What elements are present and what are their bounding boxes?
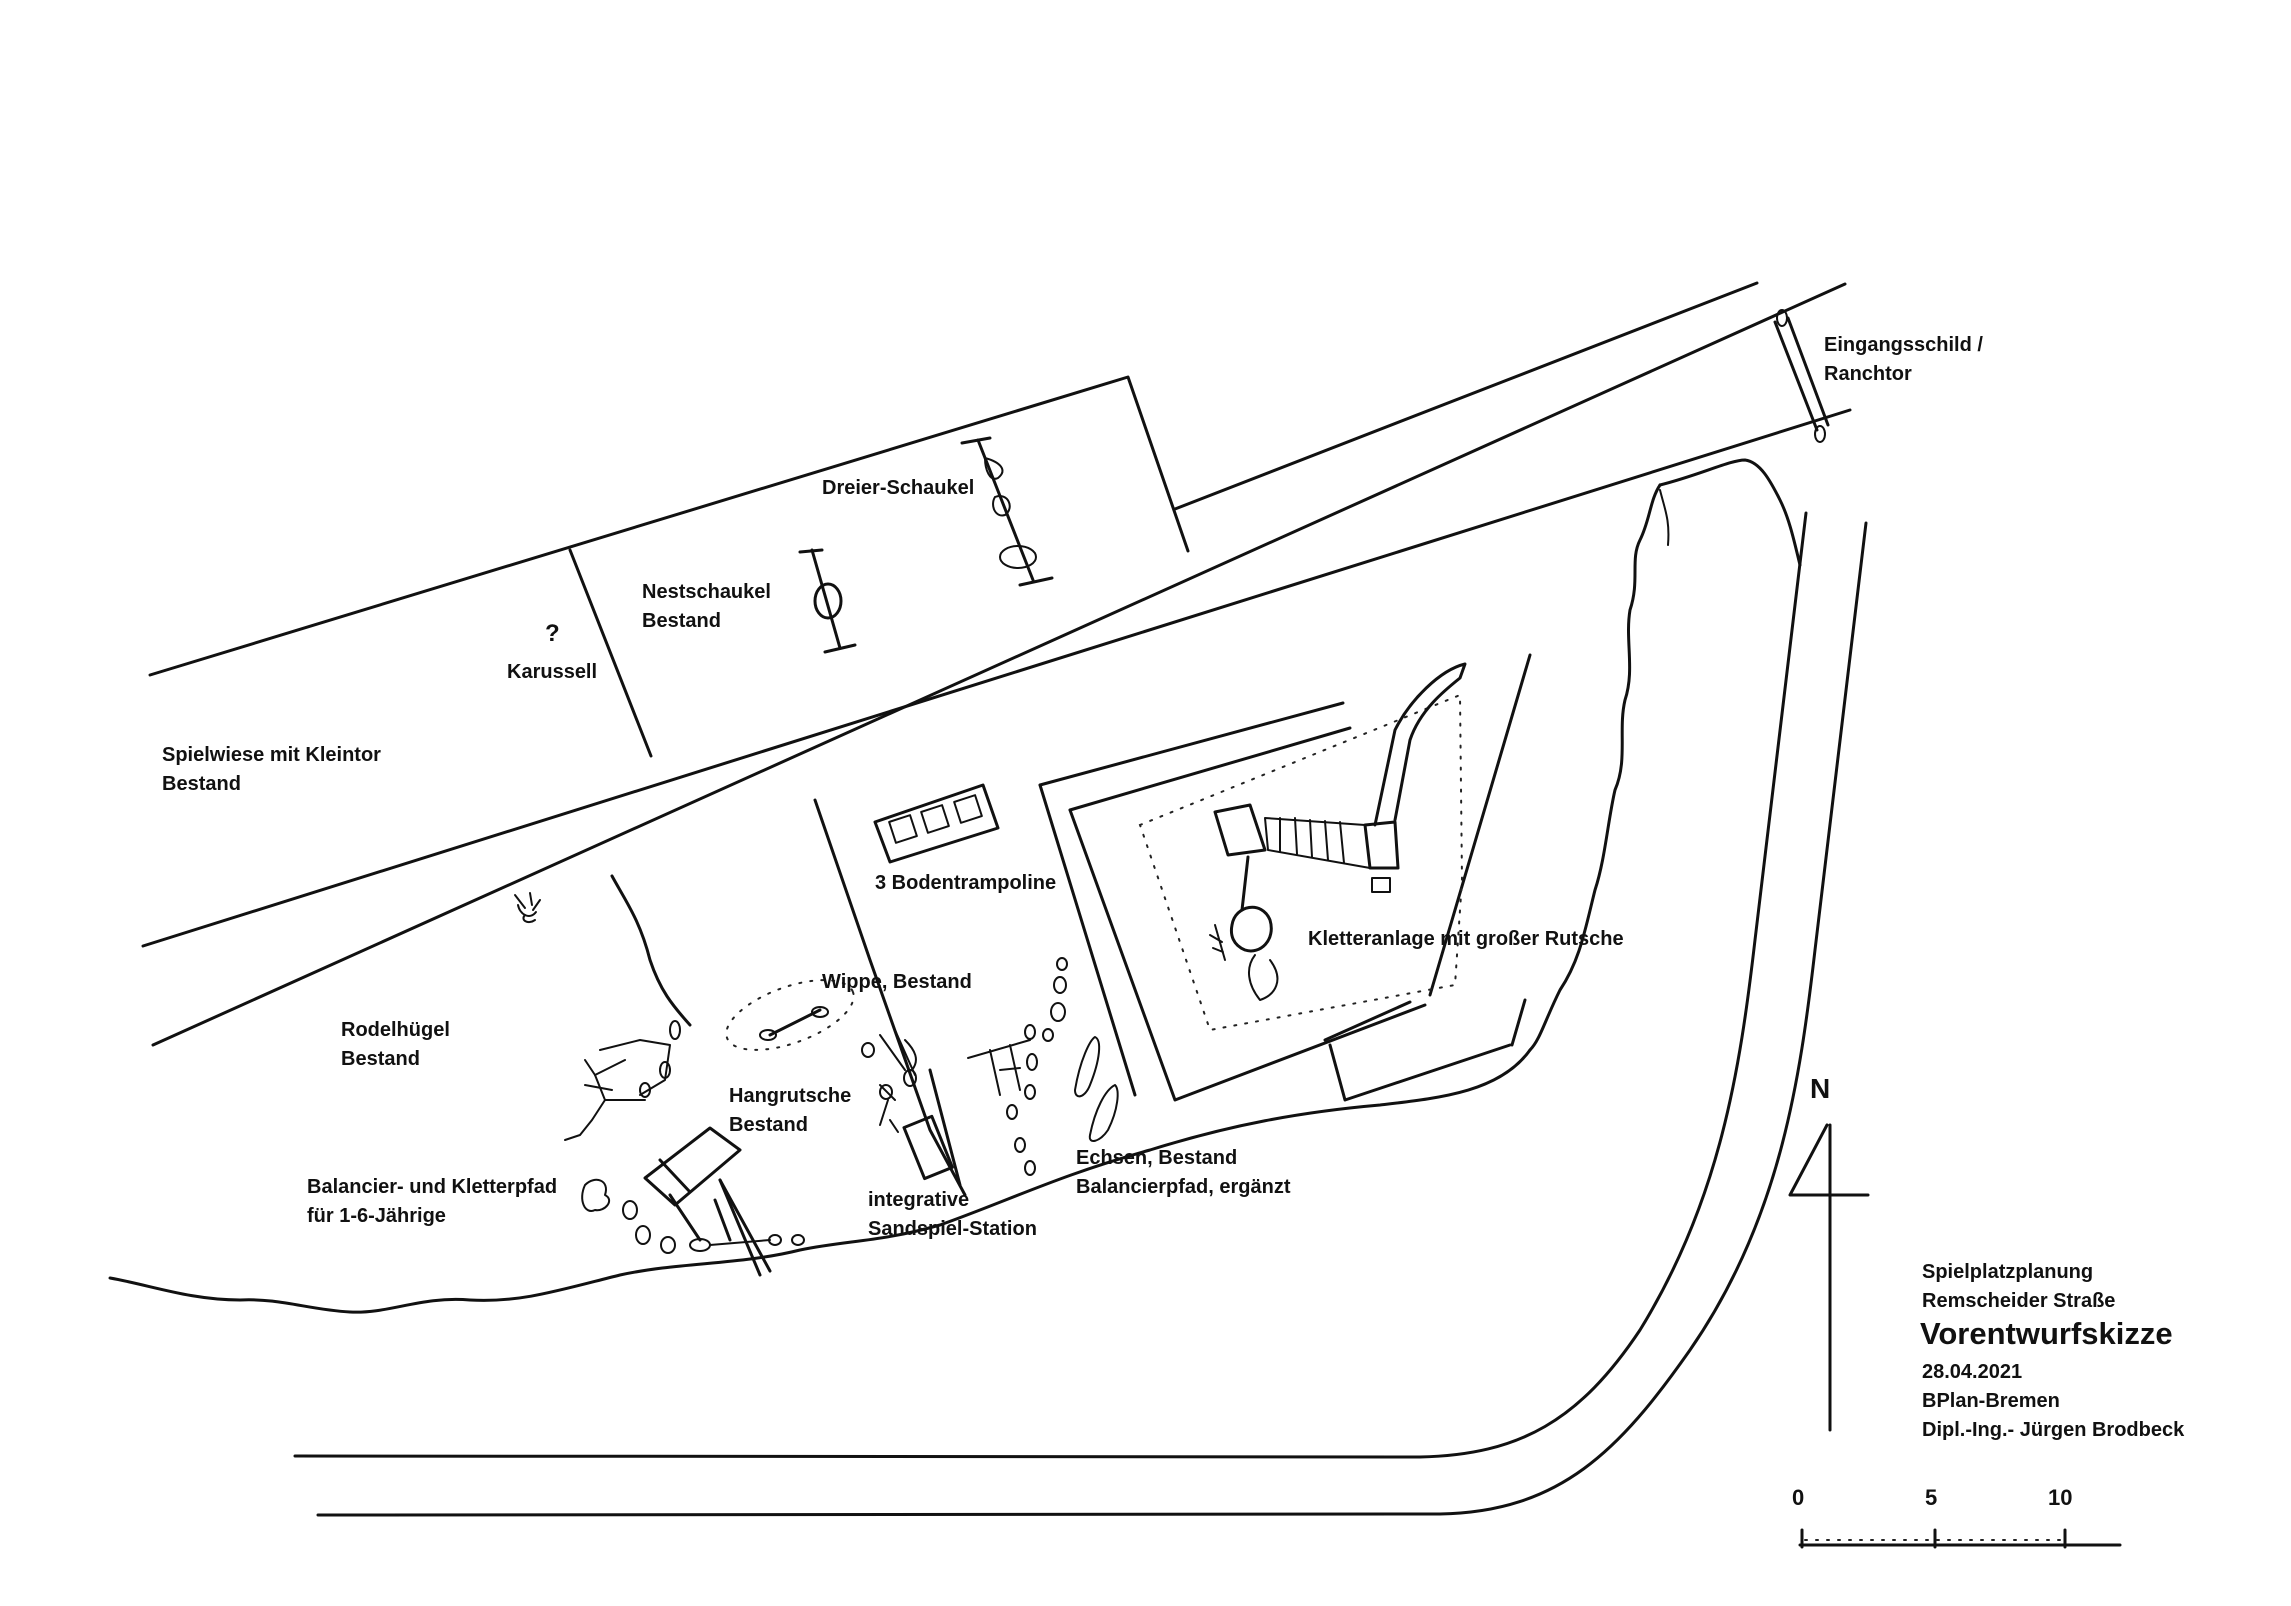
scale-tick-10: 10 [2048,1485,2073,1510]
label-slope-slide-line1: Hangrutsche [729,1085,852,1107]
sand-play-symbol [861,1029,962,1187]
lizards-balance-symbol [967,957,1119,1176]
label-sledding-hill: Rodelhügel Bestand [341,1016,450,1074]
title-block-title: Vorentwurfskizze [1920,1316,2173,1351]
scale-tick-5: 5 [1925,1485,1938,1510]
inner-lines [718,653,1532,1277]
label-playing-field-line2: Bestand [162,773,241,795]
label-trampolines: 3 Bodentrampoline [875,872,1057,894]
scale-bar [1798,1528,2122,1549]
playground-boundary [108,458,1802,1314]
label-nest-swing-line1: Nestschaukel [642,581,771,603]
label-balance-path-line2: für 1-6-Jährige [307,1205,446,1227]
label-sand-play: integrative Sandspiel-Station [868,1186,1037,1244]
label-lizards: Echsen, Bestand Balancierpfad, ergänzt [1076,1144,1291,1202]
label-balance-path: Balancier- und Kletterpfad für 1-6-Jähri… [307,1173,557,1231]
triple-swing-symbol [960,436,1054,587]
label-climbing: Kletteranlage mit großer Rutsche [1308,928,1624,950]
label-slope-slide-line2: Bestand [729,1114,808,1136]
label-entrance: Eingangsschild / Ranchtor [1824,331,1983,389]
label-nest-swing: Nestschaukel Bestand [642,578,771,636]
label-seesaw: Wippe, Bestand [822,971,972,993]
label-sledding-hill-line2: Bestand [341,1048,420,1070]
label-carousel-question: ? [545,620,560,647]
road [293,511,1868,1517]
label-lizards-line2: Balancierpfad, ergänzt [1076,1176,1291,1198]
climbing-structure-symbol [1138,662,1467,1032]
goal-marker [517,904,537,917]
label-sand-play-line1: integrative [868,1189,970,1211]
seesaw-symbol [725,979,855,1051]
nest-swing-symbol [798,548,857,654]
scale-tick-0: 0 [1792,1485,1805,1510]
label-playing-field: Spielwiese mit Kleintor Bestand [162,741,381,799]
title-block-company: BPlan-Bremen [1922,1390,2060,1412]
north-arrow [1788,1123,1870,1432]
label-playing-field-line1: Spielwiese mit Kleintor [162,744,381,766]
trampolines-symbol [873,783,1000,864]
title-block-line1: Spielplatzplanung [1922,1261,2094,1283]
north-label: N [1810,1073,1831,1104]
label-entrance-line1: Eingangsschild / [1824,334,1983,356]
label-balance-path-line1: Balancier- und Kletterpfad [307,1176,558,1198]
sledding-hill-symbols [514,892,681,1141]
label-lizards-line1: Echsen, Bestand [1076,1147,1238,1169]
upper-field [148,281,1759,758]
main-path [141,282,1852,1047]
entrance-gate [1773,309,1830,443]
balance-path-symbol [581,1126,805,1254]
title-block-date: 28.04.2021 [1922,1361,2023,1383]
label-nest-swing-line2: Bestand [642,610,721,632]
title-block-line2: Remscheider Straße [1922,1290,2116,1312]
title-block-author: Dipl.-Ing.- Jürgen Brodbeck [1922,1419,2185,1441]
label-sand-play-line2: Sandspiel-Station [868,1218,1037,1240]
label-triple-swing: Dreier-Schaukel [822,477,975,499]
label-sledding-hill-line1: Rodelhügel [341,1019,450,1041]
label-slope-slide: Hangrutsche Bestand [729,1082,851,1140]
label-entrance-line2: Ranchtor [1824,363,1912,385]
label-carousel: Karussell [507,661,598,683]
